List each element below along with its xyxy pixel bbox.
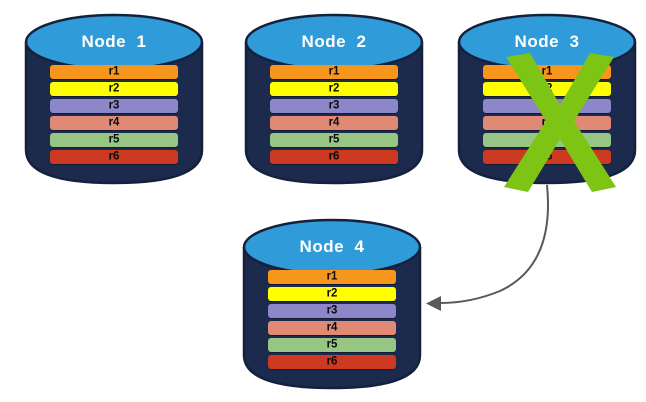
node-1[interactable]: Node 1 r1 r2 r3 r4 r5 r6 [24, 10, 204, 185]
node-2-row-r4-label: r4 [328, 116, 340, 129]
node-3-row-r2-label: r2 [541, 82, 553, 95]
node-3-row-r6[interactable]: r6 [483, 150, 611, 164]
node-2-row-r5-label: r5 [328, 133, 340, 146]
node-1-row-r1-label: r1 [108, 65, 120, 78]
node-3-row-r3[interactable]: r3 [483, 99, 611, 113]
node-2-row-r3-label: r3 [328, 99, 340, 112]
node-2-row-r5[interactable]: r5 [270, 133, 398, 147]
node-3-row-r4-label: r4 [541, 116, 553, 129]
node-3-row-r1-label: r1 [541, 65, 553, 78]
node-1-row-r4-label: r4 [108, 116, 120, 129]
node-3-row-r4[interactable]: r4 [483, 116, 611, 130]
node-3-row-r5-label: r5 [541, 133, 553, 146]
node-1-row-r3-label: r3 [108, 99, 120, 112]
node-2-row-r1[interactable]: r1 [270, 65, 398, 79]
node-1-row-r5[interactable]: r5 [50, 133, 178, 147]
node-3-row-r1[interactable]: r1 [483, 65, 611, 79]
node-2-row-r6-label: r6 [328, 150, 340, 163]
node-3-rows: r1 r2 r3 r4 r5 r6 [483, 65, 611, 167]
node-3-row-r2[interactable]: r2 [483, 82, 611, 96]
node-4-row-r1-label: r1 [326, 270, 338, 283]
node-4[interactable]: Node 4 r1 r2 r3 r4 r5 r6 [242, 215, 422, 390]
node-4-row-r3-label: r3 [326, 304, 338, 317]
node-1-row-r6-label: r6 [108, 150, 120, 163]
node-4-rows: r1 r2 r3 r4 r5 r6 [268, 270, 396, 372]
node-3-row-r6-label: r6 [541, 150, 553, 163]
node-4-row-r3[interactable]: r3 [268, 304, 396, 318]
node-1-row-r6[interactable]: r6 [50, 150, 178, 164]
node-2-row-r2-label: r2 [328, 82, 340, 95]
node-2-row-r6[interactable]: r6 [270, 150, 398, 164]
node-1-row-r1[interactable]: r1 [50, 65, 178, 79]
node-4-row-r5-label: r5 [326, 338, 338, 351]
node-1-row-r3[interactable]: r3 [50, 99, 178, 113]
node-4-row-r6-label: r6 [326, 355, 338, 368]
node-3[interactable]: Node 3 r1 r2 r3 r4 r5 r6 [457, 10, 637, 192]
node-2-row-r2[interactable]: r2 [270, 82, 398, 96]
node-4-row-r4[interactable]: r4 [268, 321, 396, 335]
node-3-row-r3-label: r3 [541, 99, 553, 112]
node-4-row-r6[interactable]: r6 [268, 355, 396, 369]
node-1-row-r4[interactable]: r4 [50, 116, 178, 130]
node-4-row-r2-label: r2 [326, 287, 338, 300]
node-1-rows: r1 r2 r3 r4 r5 r6 [50, 65, 178, 167]
node-2[interactable]: Node 2 r1 r2 r3 r4 r5 r6 [244, 10, 424, 185]
node-4-row-r5[interactable]: r5 [268, 338, 396, 352]
node-2-row-r4[interactable]: r4 [270, 116, 398, 130]
node-3-row-r5[interactable]: r5 [483, 133, 611, 147]
node-4-row-r2[interactable]: r2 [268, 287, 396, 301]
node-4-row-r4-label: r4 [326, 321, 338, 334]
node-1-row-r5-label: r5 [108, 133, 120, 146]
node-2-row-r3[interactable]: r3 [270, 99, 398, 113]
node-4-row-r1[interactable]: r1 [268, 270, 396, 284]
node-1-row-r2-label: r2 [108, 82, 120, 95]
node-1-row-r2[interactable]: r2 [50, 82, 178, 96]
node-2-rows: r1 r2 r3 r4 r5 r6 [270, 65, 398, 167]
node-2-row-r1-label: r1 [328, 65, 340, 78]
